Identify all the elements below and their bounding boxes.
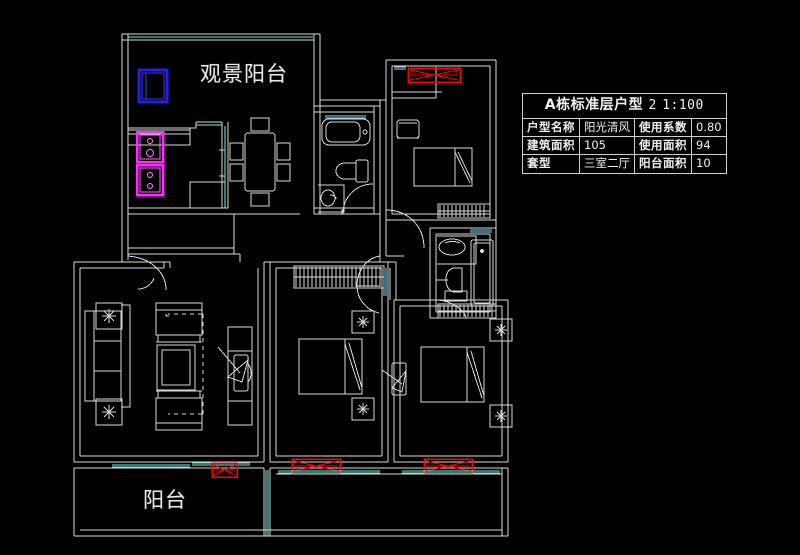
bedroom-north-window-glazing bbox=[394, 66, 406, 70]
bedroom-east-walls bbox=[388, 261, 509, 463]
refrigerator-icon bbox=[137, 68, 169, 104]
bedroom-middle-closet bbox=[293, 265, 385, 289]
table-row: 建筑面积 105 使用面积 94 bbox=[522, 136, 727, 156]
bedroom-middle-glazing bbox=[383, 268, 387, 296]
living-room-carpet-dashed bbox=[168, 313, 204, 415]
bedroom-east-nightstand-top bbox=[489, 318, 513, 342]
tv-cabinet-icon bbox=[217, 326, 253, 426]
dining-room-walls bbox=[228, 213, 300, 262]
info-key-usage-coefficient: 使用系数 bbox=[634, 117, 692, 138]
living-room-side-table-bottom bbox=[95, 398, 123, 426]
drawing-scale: 1:100 bbox=[662, 98, 704, 113]
drawing-info-table: A栋标准层户型 2 1:100 户型名称 阳光清风 使用系数 0.80 建筑面积… bbox=[522, 93, 727, 174]
bedroom-north-door-swing bbox=[385, 204, 425, 249]
bedroom-north-closet bbox=[437, 203, 491, 219]
info-key-usable-area: 使用面积 bbox=[634, 136, 692, 156]
info-val-usable-area: 94 bbox=[691, 136, 727, 156]
bathtub-icon bbox=[321, 118, 371, 146]
master-bathroom-door-swing bbox=[341, 183, 374, 215]
info-key-balcony-area: 阳台面积 bbox=[634, 154, 692, 174]
info-table-title-row: A栋标准层户型 2 1:100 bbox=[522, 93, 727, 119]
bedroom-middle-bed-icon bbox=[298, 338, 363, 395]
kitchen-partition-glazing bbox=[196, 124, 226, 207]
living-room-armchair-top bbox=[155, 302, 203, 343]
info-key-building-area: 建筑面积 bbox=[522, 136, 580, 156]
scenic-balcony-walls bbox=[121, 33, 321, 262]
table-row: 套型 三室二厅 阳台面积 10 bbox=[522, 154, 727, 174]
toilet-icon bbox=[335, 159, 369, 183]
living-room-sofa-three-seat bbox=[84, 304, 131, 408]
balcony-partition-glazing bbox=[265, 470, 269, 536]
bedroom-north-bed-icon bbox=[413, 147, 473, 187]
drawing-title-number: 2 bbox=[648, 98, 657, 113]
info-val-balcony-area: 10 bbox=[691, 154, 727, 174]
sink-unit-icon bbox=[135, 163, 165, 197]
bedroom-middle-nightstand-bottom bbox=[351, 397, 375, 421]
table-row: 户型名称 阳光清风 使用系数 0.80 bbox=[522, 117, 727, 138]
bedroom-east-tv-icon bbox=[381, 362, 407, 396]
stove-icon bbox=[135, 130, 165, 164]
living-room-coffee-table bbox=[156, 344, 196, 391]
info-key-unit-name: 户型名称 bbox=[522, 117, 580, 138]
living-room-sill-glazing bbox=[112, 462, 250, 468]
guest-basin-icon bbox=[437, 235, 477, 265]
info-val-building-area: 105 bbox=[579, 136, 635, 156]
living-room-side-table-top bbox=[95, 302, 123, 330]
bedroom-east-nightstand-bottom bbox=[489, 404, 513, 428]
info-key-unit-type: 套型 bbox=[522, 154, 580, 174]
balcony-walls bbox=[74, 467, 509, 537]
guest-bathroom-closet bbox=[437, 303, 497, 319]
kitchen-counter bbox=[127, 129, 226, 209]
bedroom-north-walls bbox=[385, 59, 497, 228]
drawing-title: A栋标准层户型 bbox=[544, 97, 644, 113]
bedroom-middle-nightstand-top bbox=[351, 310, 375, 334]
room-label-balcony: 阳台 bbox=[143, 488, 187, 512]
guest-toilet-icon bbox=[444, 267, 468, 302]
living-room-walls bbox=[73, 261, 270, 536]
desk-chair-icon bbox=[396, 119, 420, 139]
bathtub-glazing bbox=[325, 115, 366, 119]
info-val-usage-coefficient: 0.80 bbox=[691, 117, 727, 138]
info-val-unit-name: 阳光清风 bbox=[579, 117, 635, 138]
window-symbol-balcony bbox=[211, 462, 238, 478]
info-table-title-cell: A栋标准层户型 2 1:100 bbox=[522, 93, 727, 119]
kitchen-door-swing bbox=[127, 255, 167, 291]
info-val-unit-type: 三室二厅 bbox=[579, 154, 635, 174]
bedroom-middle-window-glazing bbox=[278, 470, 380, 474]
dining-table-icon bbox=[229, 117, 291, 207]
bedroom-east-window-glazing bbox=[402, 470, 500, 474]
wash-basin-icon bbox=[318, 184, 345, 213]
bedroom-north-window bbox=[407, 67, 461, 83]
bedroom-east-bed-icon bbox=[420, 346, 485, 403]
guest-bathroom-glazing bbox=[470, 229, 492, 233]
room-label-scenic-balcony: 观景阳台 bbox=[200, 62, 288, 86]
living-room-rug-outline bbox=[165, 314, 169, 317]
